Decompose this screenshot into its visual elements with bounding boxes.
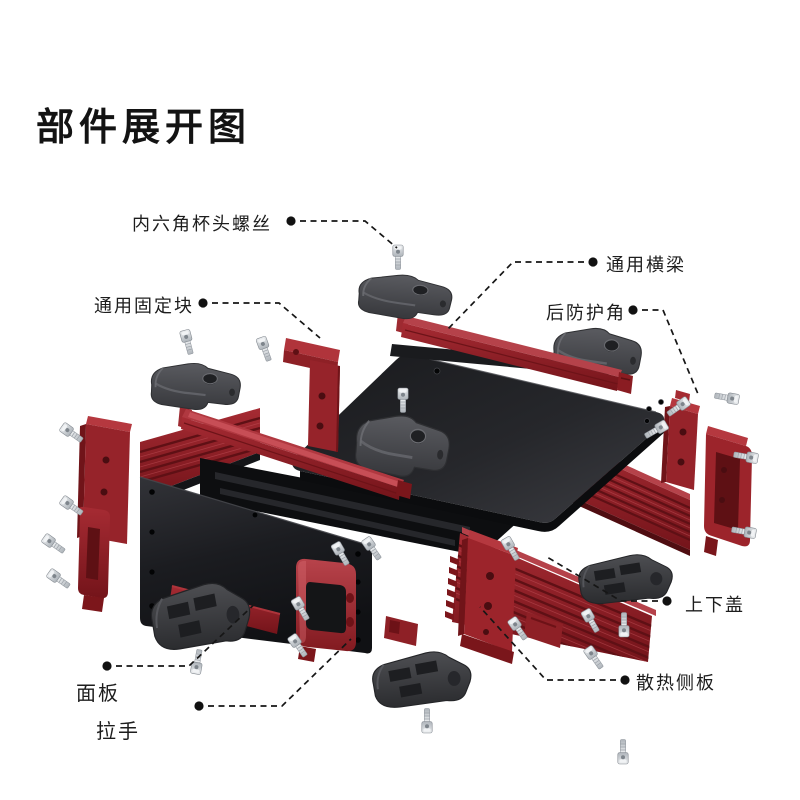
callout-line-hex-screw (300, 220, 398, 249)
callout-line-fixing-block (212, 302, 321, 339)
callout-line-rear-corner (642, 309, 699, 395)
callout-dot-hex-screw (286, 216, 296, 226)
universal-fixing-block (283, 338, 340, 452)
right-handle-bracket (704, 426, 752, 556)
callout-dot-rear-corner (628, 305, 638, 315)
callout-line-beam (446, 261, 584, 331)
callout-dot-covers (662, 596, 672, 606)
chassis-interior (200, 458, 520, 556)
front-rail (178, 406, 412, 500)
corner-protector-top-left (149, 360, 243, 413)
label-front-panel: 面板 (76, 681, 120, 705)
callout-dot-beam (588, 257, 598, 267)
callout-line-side-panel (479, 606, 616, 681)
corner-protector-bottom-right (577, 552, 675, 606)
label-covers: 上下盖 (685, 595, 745, 616)
callout-line-front-panel (116, 597, 262, 667)
callout-line-covers (546, 556, 658, 602)
left-corner-bracket (77, 416, 132, 612)
label-fixing-block: 通用固定块 (94, 296, 194, 317)
corner-protector-bottom-center (370, 648, 474, 710)
label-beam: 通用横梁 (606, 255, 686, 276)
callout-dot-fixing-block (198, 298, 208, 308)
callout-dot-handle (194, 701, 204, 711)
bottom-rail-bits (384, 612, 563, 648)
label-hex-screw: 内六角杯头螺丝 (132, 214, 272, 235)
page-title: 部件展开图 (36, 105, 252, 149)
handle (296, 558, 356, 662)
label-side-panel: 散热侧板 (636, 673, 716, 694)
label-rear-corner: 后防护角 (546, 303, 626, 324)
label-handle: 拉手 (96, 719, 140, 743)
callout-dot-front-panel (102, 661, 112, 671)
callout-dot-side-panel (620, 675, 630, 685)
callout-line-handle (208, 638, 352, 707)
corner-protector-top-center (356, 270, 455, 324)
